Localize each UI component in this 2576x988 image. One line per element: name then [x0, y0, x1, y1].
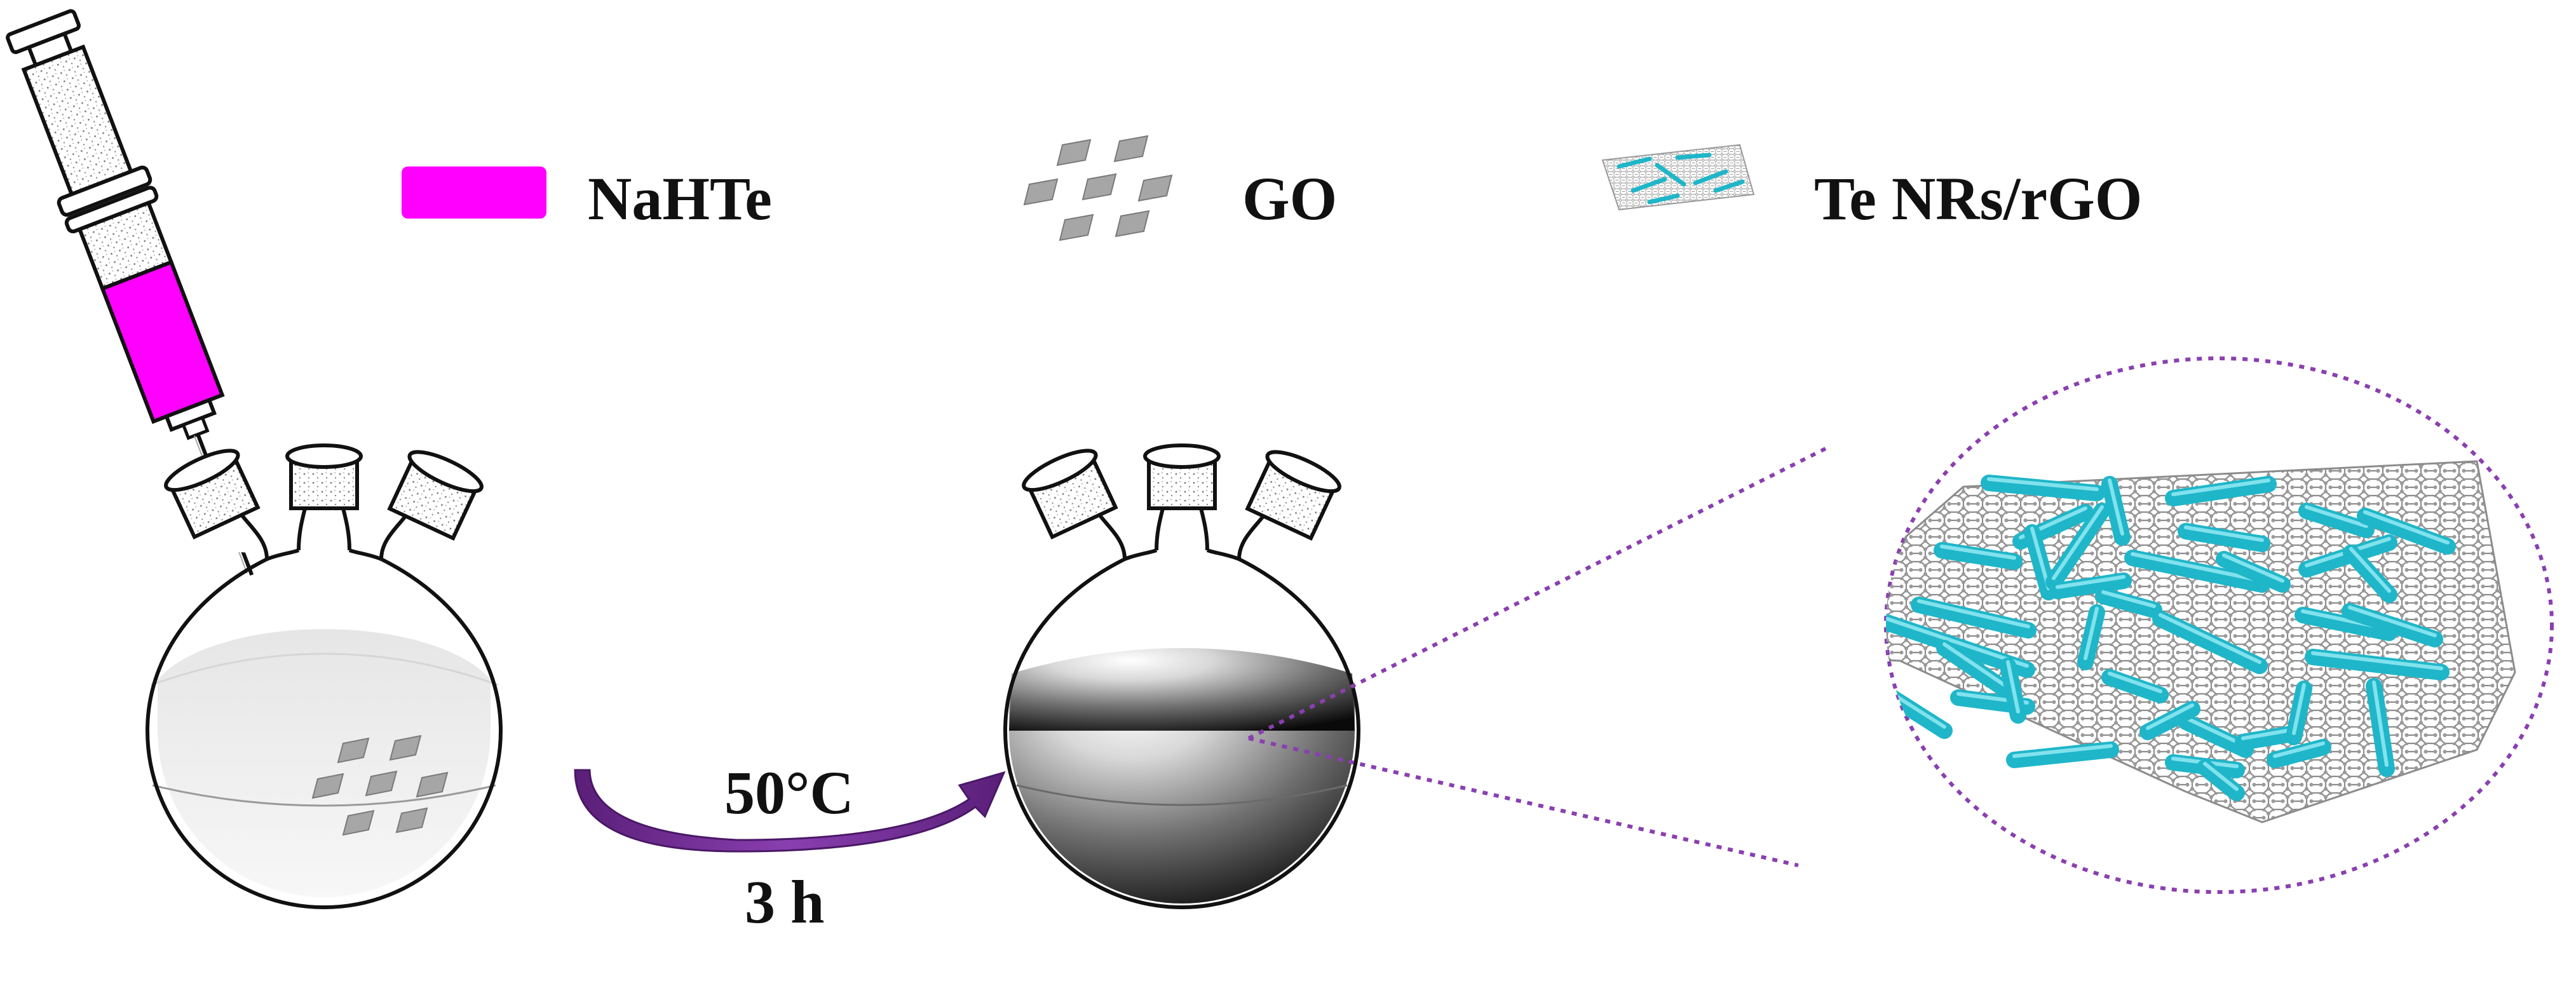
nanorod-highlight — [2159, 613, 2261, 664]
reaction-temperature: 50°C — [724, 759, 854, 827]
reaction-arrow: 50°C 3 h — [574, 759, 1006, 936]
nanorod-highlight — [2101, 590, 2156, 608]
nanorod-highlight — [2006, 660, 2020, 714]
nanorod-highlight — [2222, 553, 2284, 583]
nanorod-highlight — [2203, 762, 2239, 791]
nanorod — [2305, 649, 2450, 680]
nanorod — [2049, 572, 2132, 599]
flask-left — [145, 443, 508, 909]
nanorod-highlight — [2348, 606, 2437, 637]
nanorod-highlight — [2305, 505, 2368, 528]
nanorod — [2295, 607, 2397, 641]
nanorod-highlight — [2311, 651, 2443, 670]
nanorod — [2165, 476, 2277, 506]
nanorod — [2267, 739, 2331, 768]
nanorod-highlight — [2108, 478, 2124, 536]
nanorod — [1981, 475, 2105, 501]
go-sheets-in-flask — [311, 734, 449, 836]
legend-label-nahte: NaHTe — [588, 165, 772, 233]
magenta-bar-icon — [402, 166, 546, 219]
nanorod — [2095, 588, 2162, 618]
nanorod-highlight — [2056, 575, 2125, 589]
nanorod-highlight — [2052, 505, 2104, 580]
nanorod-highlight — [2349, 547, 2391, 593]
legend: NaHTe GO Te NRs/rGO — [402, 135, 2142, 241]
nanorod-highlight — [1942, 642, 2010, 689]
flask-right — [1003, 443, 1361, 909]
nanorod-highlight — [2292, 683, 2306, 735]
legend-label-go: GO — [1242, 165, 1337, 233]
nanorod-highlight — [2241, 729, 2289, 740]
nanorods — [1779, 475, 2456, 801]
nanorod — [1911, 597, 2037, 639]
nanorod — [2101, 669, 2169, 703]
legend-label-te-nrs-rgo: Te NRs/rGO — [1814, 165, 2142, 233]
nanorod — [2216, 551, 2291, 593]
nanorod-highlight — [2084, 607, 2099, 660]
nanorod — [2045, 503, 2110, 590]
nanorod — [2343, 545, 2397, 603]
nanorod-highlight — [2273, 741, 2325, 758]
nanorod-highlight — [2012, 744, 2113, 758]
nanorod — [2197, 759, 2245, 801]
nanorod — [2178, 523, 2270, 552]
nanorod — [2298, 503, 2375, 538]
syringe-liquid — [100, 259, 225, 424]
nanorod-highlight — [1917, 599, 2030, 628]
nanorod-highlight — [1940, 545, 2016, 560]
zoom-connector — [1247, 356, 2554, 894]
nanorod — [2152, 611, 2268, 674]
nanorod — [2006, 741, 2119, 768]
te-nrs-rgo-icon — [1601, 144, 1755, 211]
reaction-time: 3 h — [745, 868, 824, 936]
nanorod — [1934, 542, 2023, 570]
nanorod — [1936, 640, 2016, 700]
te-nrs-rgo-zoom — [1779, 460, 2516, 823]
nanorod-highlight — [2171, 478, 2270, 496]
nanorod — [2357, 508, 2456, 555]
nanorod-highlight — [1886, 617, 2029, 668]
nanorod-highlight — [2372, 680, 2389, 767]
nanorod-highlight — [2131, 552, 2264, 583]
nanorod-highlight — [2146, 703, 2194, 730]
nanorod-highlight — [2108, 672, 2162, 693]
nanorod — [2342, 603, 2443, 647]
nanorod — [1779, 625, 1874, 634]
nanorod-highlight — [1779, 621, 1874, 630]
nanorod-highlight — [2030, 527, 2051, 590]
nanorod — [2124, 550, 2270, 593]
nanorod — [2139, 701, 2200, 740]
nanorod-highlight — [1987, 477, 2099, 491]
nanorod-highlight — [2184, 525, 2264, 542]
nanorod-highlight — [2363, 510, 2450, 545]
nanorod — [2235, 726, 2296, 750]
graphene-sheet — [1886, 460, 2516, 823]
go-sheets-icon — [1023, 135, 1173, 241]
